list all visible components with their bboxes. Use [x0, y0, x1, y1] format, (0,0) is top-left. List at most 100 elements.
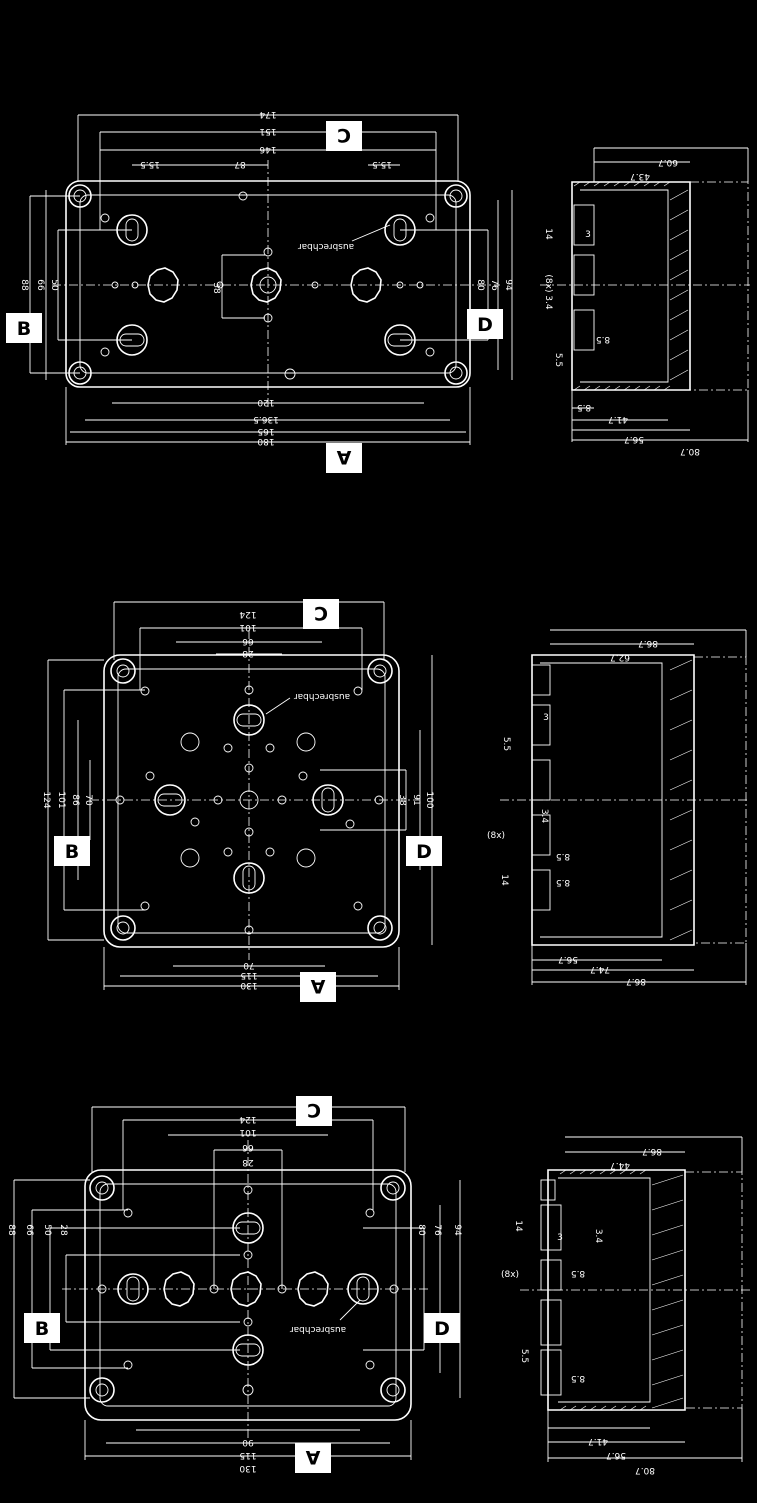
dim-label: 88	[19, 279, 29, 291]
dim-label: 8.5	[596, 334, 610, 344]
dim-label: (8x) 3.4	[543, 274, 553, 310]
dim-label: 66	[242, 636, 254, 646]
dim-label: 91	[411, 794, 421, 805]
dim-label: 100	[424, 791, 434, 808]
dim-label: 115	[240, 970, 257, 980]
dim-label: 38	[211, 282, 221, 294]
side-view-top: 60.7 43.7 8.5 41.7 56.7 80.7 14 3 (8x) 3…	[540, 147, 750, 456]
label-box-a	[326, 443, 362, 473]
dim-label: 151	[259, 126, 276, 136]
dim-label: 28	[58, 1224, 68, 1236]
dim-label: 86	[70, 794, 80, 806]
dim-label: 70	[83, 794, 93, 806]
dim-label: 28	[242, 1157, 254, 1167]
dim-label: 50	[49, 279, 59, 291]
view-top: 174 151 146 87 15.5 15.5 120 136.5 165 1…	[6, 109, 750, 473]
dim-label: 5.5	[501, 737, 511, 751]
dim-label: 41.7	[608, 414, 628, 424]
dim-label: 165	[257, 426, 274, 436]
dim-label: 5.5	[553, 353, 563, 367]
dim-label: 180	[257, 436, 274, 446]
label-c: C	[337, 124, 351, 146]
dim-label: 130	[239, 1463, 256, 1473]
dim-label: 8.5	[571, 1373, 585, 1383]
dim-label: 56.7	[606, 1450, 626, 1460]
label-d: D	[477, 314, 493, 336]
dim-label: 88	[6, 1224, 16, 1236]
dim-label: 14	[513, 1220, 523, 1232]
dim-label: 44.7	[610, 1160, 630, 1170]
dim-label: 124	[41, 791, 51, 808]
label-box-b	[6, 313, 42, 343]
dim-label: 14	[499, 874, 509, 886]
dim-label: 124	[239, 1114, 256, 1124]
dim-label: 86.7	[642, 1146, 662, 1156]
dim-label: 80.7	[680, 446, 700, 456]
dim-label: 66	[35, 279, 45, 291]
dim-label: 136.5	[253, 414, 279, 424]
dim-label: 8.5	[571, 1268, 585, 1278]
dim-label: 80	[416, 1224, 426, 1236]
dim-label: 8.5	[577, 402, 591, 412]
label-a: A	[336, 446, 351, 468]
dim-label: 56.7	[558, 954, 578, 964]
dim-label: 8.5	[556, 877, 570, 887]
dim-label: 3	[585, 230, 591, 240]
dim-label: 80	[475, 279, 485, 291]
dim-label: 56.7	[624, 434, 644, 444]
label-c: C	[314, 602, 328, 624]
dim-label: 86.7	[626, 976, 646, 986]
view-middle: 124 101 66 28 70 115 130 124 101 86 70 3…	[41, 599, 750, 1002]
dim-label: 124	[239, 609, 256, 619]
dim-label: 15.5	[372, 159, 392, 169]
dim-label: 38	[397, 794, 407, 806]
dim-label: 146	[259, 144, 276, 154]
label-b: B	[65, 841, 79, 863]
dim-label: 101	[56, 791, 66, 808]
dim-label: 50	[42, 1224, 52, 1236]
dim-label: 43.7	[630, 171, 650, 181]
dim-label: 3.4	[593, 1229, 603, 1244]
dim-label: 14	[543, 228, 553, 240]
dim-label: 74.7	[590, 964, 610, 974]
dim-label: 15.5	[140, 159, 160, 169]
dim-label: 3	[557, 1233, 563, 1243]
enclosure-outline-middle	[103, 654, 400, 948]
annotation-text: ausbrechbar	[290, 1324, 347, 1334]
label-b: B	[17, 318, 31, 340]
dim-label: (8x)	[487, 831, 505, 841]
view-bottom: 124 101 66 28 90 115 130 88 66 50 28 80 …	[6, 1096, 750, 1475]
dim-label: 130	[240, 980, 257, 990]
dim-label: 5.5	[519, 1349, 529, 1363]
corner-screw	[444, 361, 468, 385]
dim-label: 120	[257, 397, 274, 407]
dim-label: 60.7	[658, 157, 678, 167]
dim-label: 62.7	[610, 652, 630, 662]
corner-screw	[444, 184, 468, 208]
label-d: D	[434, 1318, 450, 1340]
dim-label: 87	[234, 159, 245, 169]
label-a: A	[310, 975, 325, 997]
dim-label: 3.4	[539, 809, 549, 824]
dim-label: 115	[239, 1450, 256, 1460]
dim-label: 174	[259, 109, 276, 119]
side-view-middle: 86.7 62.7 56.7 74.7 86.7 5.5 3 3.4 (8x) …	[487, 629, 750, 986]
annotation-text: ausbrechbar	[298, 241, 355, 251]
dim-label: 76	[432, 1224, 442, 1236]
dim-label: (8x)	[501, 1270, 519, 1280]
dim-label: 8.5	[556, 851, 570, 861]
dim-label: 66	[24, 1224, 34, 1236]
dim-label: 76	[489, 279, 499, 291]
dim-label: 86.7	[638, 638, 658, 648]
label-d: D	[416, 841, 432, 863]
dim-label: 66	[242, 1142, 254, 1152]
label-box-c	[326, 121, 362, 151]
dim-label: 101	[239, 1127, 256, 1137]
dim-label: 94	[503, 279, 513, 291]
label-box-d	[467, 309, 503, 339]
label-a: A	[305, 1446, 320, 1468]
dim-label: 94	[452, 1224, 462, 1236]
annotation-text: ausbrechbar	[294, 691, 351, 701]
dim-label: 70	[243, 960, 255, 970]
